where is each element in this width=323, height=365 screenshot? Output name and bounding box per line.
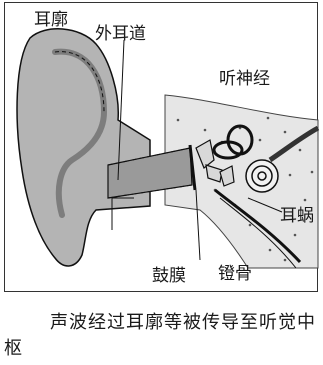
label-eardrum: 鼓膜: [152, 268, 186, 285]
label-ear-canal: 外耳道: [95, 26, 146, 43]
cochlea-shape: [246, 160, 278, 192]
diagram-caption: 声波经过耳廓等被传导至听觉中枢: [4, 310, 316, 362]
label-auricle: 耳廓: [34, 12, 68, 29]
label-cochlea: 耳蜗: [280, 208, 314, 225]
label-auditory-nerve: 听神经: [219, 71, 270, 88]
auricle-shape: [17, 29, 150, 266]
label-stapes: 镫骨: [218, 266, 252, 283]
